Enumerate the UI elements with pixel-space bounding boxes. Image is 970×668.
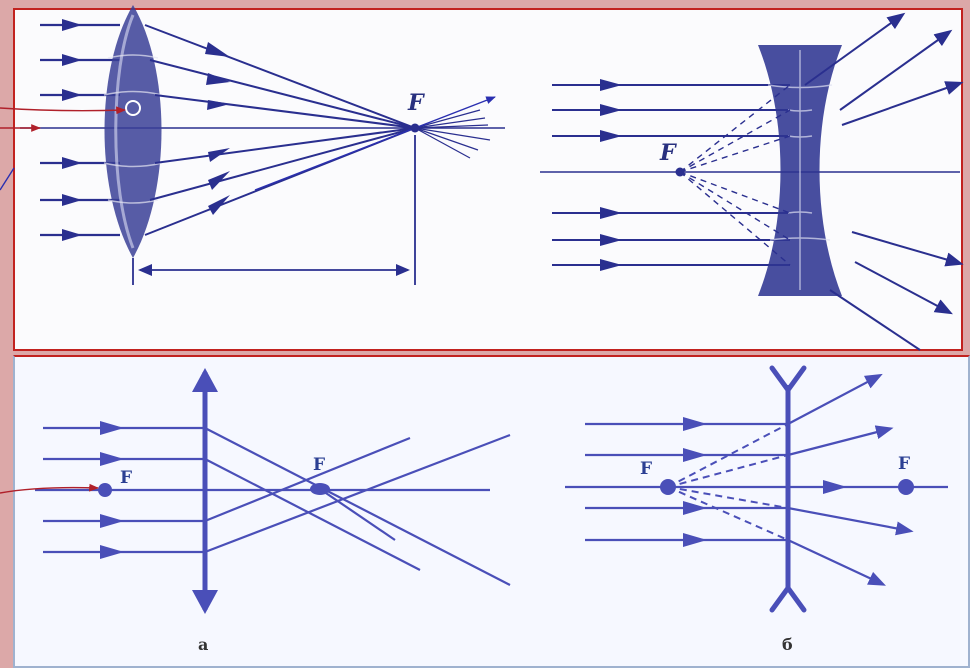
incoming-ray-arrows <box>600 79 622 271</box>
incoming-rays <box>585 422 788 542</box>
lens-center-mark <box>125 100 141 116</box>
right-focus-label: F <box>898 454 910 474</box>
outgoing-rays <box>804 12 964 351</box>
biconvex-lens <box>104 5 162 258</box>
left-focus-label: F <box>120 468 132 488</box>
focus-point <box>410 123 420 133</box>
focus-label: F <box>407 90 425 116</box>
refracted-ray-arrows <box>205 42 230 215</box>
refracted-rays <box>204 427 511 586</box>
rays-after-focus <box>414 109 491 159</box>
right-focus-point <box>310 483 330 495</box>
focus-pointer-line <box>0 483 99 494</box>
virtual-focus-point <box>675 167 685 177</box>
focus-label: F <box>659 140 677 166</box>
left-focus-point <box>98 483 112 497</box>
outgoing-rays <box>787 373 914 586</box>
bottom-diverging-lens-schematic: F F б <box>565 365 948 654</box>
virtual-ray-extensions <box>679 84 791 266</box>
left-focus-label: F <box>640 459 652 479</box>
caption-b: б <box>782 635 793 654</box>
top-diverging-lens-diagram: F <box>540 12 964 351</box>
virtual-ray-extensions <box>667 423 789 541</box>
right-focus-label: F <box>313 455 325 475</box>
incoming-ray-arrows <box>683 417 847 547</box>
incoming-ray-arrows <box>100 421 124 559</box>
right-focus-point <box>898 479 914 495</box>
left-focus-point <box>660 479 676 495</box>
incoming-ray-arrows <box>62 19 82 241</box>
top-converging-lens-diagram: F <box>0 5 505 285</box>
annotation-arrows <box>0 96 496 191</box>
bottom-converging-lens-schematic: F F а <box>0 368 511 654</box>
focal-length-dimension <box>132 135 416 285</box>
refracted-rays <box>144 24 416 236</box>
caption-a: а <box>198 635 208 654</box>
pointer-lines <box>0 106 126 132</box>
incoming-rays <box>552 84 790 266</box>
